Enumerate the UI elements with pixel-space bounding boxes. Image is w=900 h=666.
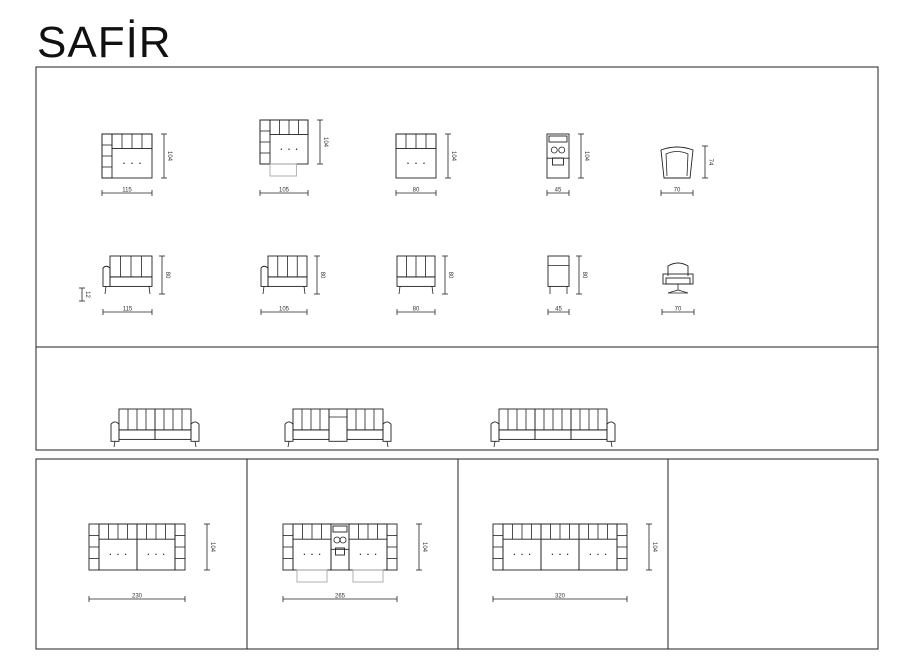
depth-dimension: 104: [445, 133, 456, 179]
width-dimension: 70: [661, 307, 695, 315]
combination-plan-2-seat-console: 265 104: [282, 523, 427, 602]
combination-front: [490, 408, 616, 448]
dimension-label: 320: [555, 594, 566, 600]
combination-front: [110, 408, 200, 448]
combination-elevation-row: [110, 408, 616, 448]
plan-module-corner-left: 115 104: [101, 133, 172, 196]
depth-dimension: 104: [204, 523, 215, 571]
dimension-label: 12: [84, 291, 90, 298]
dimension-label: 104: [322, 137, 328, 148]
dimension-label: 104: [450, 151, 456, 162]
width-dimension: 230: [88, 594, 186, 602]
width-dimension: 265: [282, 594, 398, 602]
width-dimension: 105: [259, 188, 309, 196]
page-title: SAFİR: [37, 18, 172, 67]
dimension-label: 70: [674, 188, 681, 194]
dimension-label: 45: [555, 307, 562, 313]
plan-module-chair: 70 74: [660, 145, 713, 196]
legs: [262, 286, 306, 295]
plan-module-middle: 80 104: [395, 133, 456, 196]
dimension-label: 105: [279, 188, 290, 194]
dimension-label: 80: [319, 272, 325, 279]
depth-dimension: 104: [646, 523, 657, 571]
dimension-label: 80: [413, 307, 420, 313]
width-dimension: 80: [396, 307, 436, 315]
depth-dimension: 104: [578, 133, 589, 179]
plan-view-row: 115 104 105 104 80 104 45 104 70 74: [101, 119, 713, 196]
front-module-console: 45 80: [547, 255, 587, 315]
dimension-label: 74: [707, 159, 713, 166]
combination-plan-3-seat: 320 104: [492, 523, 657, 602]
dimension-label: 104: [166, 151, 172, 162]
dimension-label: 80: [447, 272, 453, 279]
combination-front: [284, 408, 392, 448]
legs: [104, 286, 151, 295]
depth-dimension: 104: [161, 133, 172, 179]
front-view-row: 115 80 12 105 80 80 80 45 80 70: [79, 255, 695, 315]
depth-dimension: 80: [159, 255, 170, 295]
dimension-label: 45: [555, 188, 562, 194]
front-module-swivel-chair: 70: [661, 262, 695, 315]
dimension-label: 104: [651, 542, 657, 553]
width-dimension: 320: [492, 594, 628, 602]
dimension-label: 80: [413, 188, 420, 194]
dimension-label: 115: [123, 307, 133, 313]
frames: [35, 66, 879, 650]
legs: [398, 286, 434, 295]
dimension-label: 70: [675, 307, 682, 313]
depth-dimension: 104: [416, 523, 427, 571]
width-dimension: 45: [547, 307, 570, 315]
width-dimension: 45: [546, 188, 570, 196]
combination-plan-2-seat: 230 104: [88, 523, 215, 602]
depth-dimension: 74: [702, 145, 713, 179]
width-dimension: 115: [102, 307, 153, 315]
dimension-label: 80: [581, 272, 587, 279]
depth-dimension: 80: [314, 255, 325, 295]
width-dimension: 70: [660, 188, 694, 196]
plan-module-console: 45 104: [546, 133, 589, 196]
dimension-label: 104: [209, 542, 215, 553]
depth-dimension: 104: [317, 119, 328, 165]
combination-plan-row: 230 104 265 104 320 104: [88, 523, 657, 602]
depth-dimension: 80: [576, 255, 587, 295]
width-dimension: 105: [260, 307, 308, 315]
front-module-arm-right: 105 80: [260, 255, 325, 315]
dimension-label: 115: [122, 188, 132, 194]
dimension-label: 104: [421, 542, 427, 553]
width-dimension: 115: [101, 188, 153, 196]
depth-dimension: 80: [442, 255, 453, 295]
plan-module-corner-right: 105 104: [259, 119, 328, 196]
dimension-label: 104: [583, 151, 589, 162]
width-dimension: 80: [395, 188, 437, 196]
dimension-label: 265: [335, 594, 346, 600]
dimension-label: 80: [164, 272, 170, 279]
dimension-label: 230: [132, 594, 143, 600]
front-module-arm-left: 115 80 12: [79, 255, 170, 315]
depth-dimension: 12: [79, 287, 90, 302]
front-module-middle: 80 80: [396, 255, 453, 315]
dimension-label: 105: [279, 307, 290, 313]
